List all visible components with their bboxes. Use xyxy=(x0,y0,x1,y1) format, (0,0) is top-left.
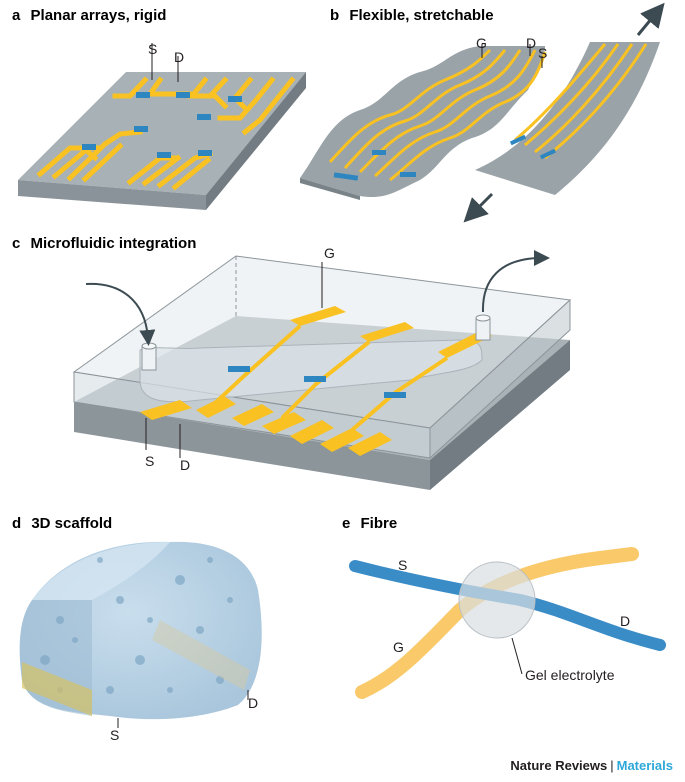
journal-name: Nature Reviews xyxy=(510,758,608,773)
gel-electrolyte-label: Gel electrolyte xyxy=(525,667,615,683)
panel-b-gate-label: G xyxy=(476,35,487,51)
panel-d-source-label: S xyxy=(110,727,119,743)
panel-a-drain-label: D xyxy=(174,49,184,65)
svg-text:a Planar arrays, rigid: a Planar arrays, rigid xyxy=(12,7,166,24)
panel-a-title: Planar arrays, rigid xyxy=(31,7,167,24)
svg-text:e Fibre: e Fibre xyxy=(342,515,397,532)
scaffold-source-electrode xyxy=(22,662,92,716)
panel-e-source-label: S xyxy=(398,557,407,573)
panel-c-gate-label: G xyxy=(324,245,335,261)
panel-e: e Fibre S D G Gel electrolyte xyxy=(342,515,666,699)
panel-a-source-label: S xyxy=(148,41,157,57)
panel-b-drain-label: D xyxy=(526,35,536,51)
wavy-electrodes xyxy=(328,48,547,182)
inlet-port xyxy=(141,342,157,371)
panel-d-drain-label: D xyxy=(248,695,258,711)
scaffold-pores xyxy=(40,557,233,694)
svg-text:d 3D scaffold: d 3D scaffold xyxy=(12,515,112,532)
panel-b-source-label: S xyxy=(538,45,547,61)
panel-d: d 3D scaffold S D xyxy=(12,515,262,743)
rigid-substrate-top xyxy=(18,72,306,195)
rigid-substrate-side xyxy=(206,72,306,210)
panel-c-drain-label: D xyxy=(180,457,190,473)
panel-d-title: 3D scaffold xyxy=(31,515,112,532)
planar-electrodes xyxy=(36,76,296,191)
footer-separator: | xyxy=(610,758,614,773)
outlet-arrow xyxy=(481,250,550,313)
panel-e-letter: e xyxy=(342,515,350,532)
panel-c-letter: c xyxy=(12,235,20,252)
journal-subject: Materials xyxy=(616,758,673,773)
stretched-substrate xyxy=(475,42,660,195)
panel-e-drain-label: D xyxy=(620,613,630,629)
panel-c: c Microfluidic integration xyxy=(12,235,572,490)
panel-b-title: Flexible, stretchable xyxy=(349,7,493,24)
panel-a: a Planar arrays, rigid xyxy=(12,7,306,210)
stretched-channels xyxy=(509,134,557,160)
wavy-substrate xyxy=(300,46,545,198)
panel-a-letter: a xyxy=(12,7,21,24)
panel-b-letter: b xyxy=(330,7,339,24)
panel-e-title: Fibre xyxy=(361,515,398,532)
panel-c-title: Microfluidic integration xyxy=(31,235,197,252)
wavy-channels xyxy=(333,150,416,181)
scaffold-drain-electrode xyxy=(152,620,250,690)
stretched-electrodes xyxy=(514,43,648,160)
sd-electrodes xyxy=(140,396,392,456)
gel-electrolyte xyxy=(458,561,536,639)
microfluidic-channels xyxy=(228,366,406,398)
planar-channels xyxy=(82,92,242,158)
svg-text:b Flexible, stretchable: b Flexible, stretchable xyxy=(330,7,494,24)
rigid-substrate-front xyxy=(18,180,206,210)
panel-e-gate-label: G xyxy=(393,639,404,655)
outlet-port xyxy=(475,314,491,341)
panel-d-letter: d xyxy=(12,515,21,532)
microfluidic-substrate-side xyxy=(430,340,570,490)
fluid-channel xyxy=(139,339,483,403)
microfluidic-substrate-front xyxy=(74,402,430,490)
panel-c-source-label: S xyxy=(145,453,154,469)
journal-footer: Nature Reviews|Materials xyxy=(510,758,673,773)
svg-text:c Microfluidic integrati: c Microfluidic integration xyxy=(12,235,196,252)
inlet-arrow xyxy=(85,282,156,346)
panel-b: b Flexible, stretchable xyxy=(300,2,665,223)
